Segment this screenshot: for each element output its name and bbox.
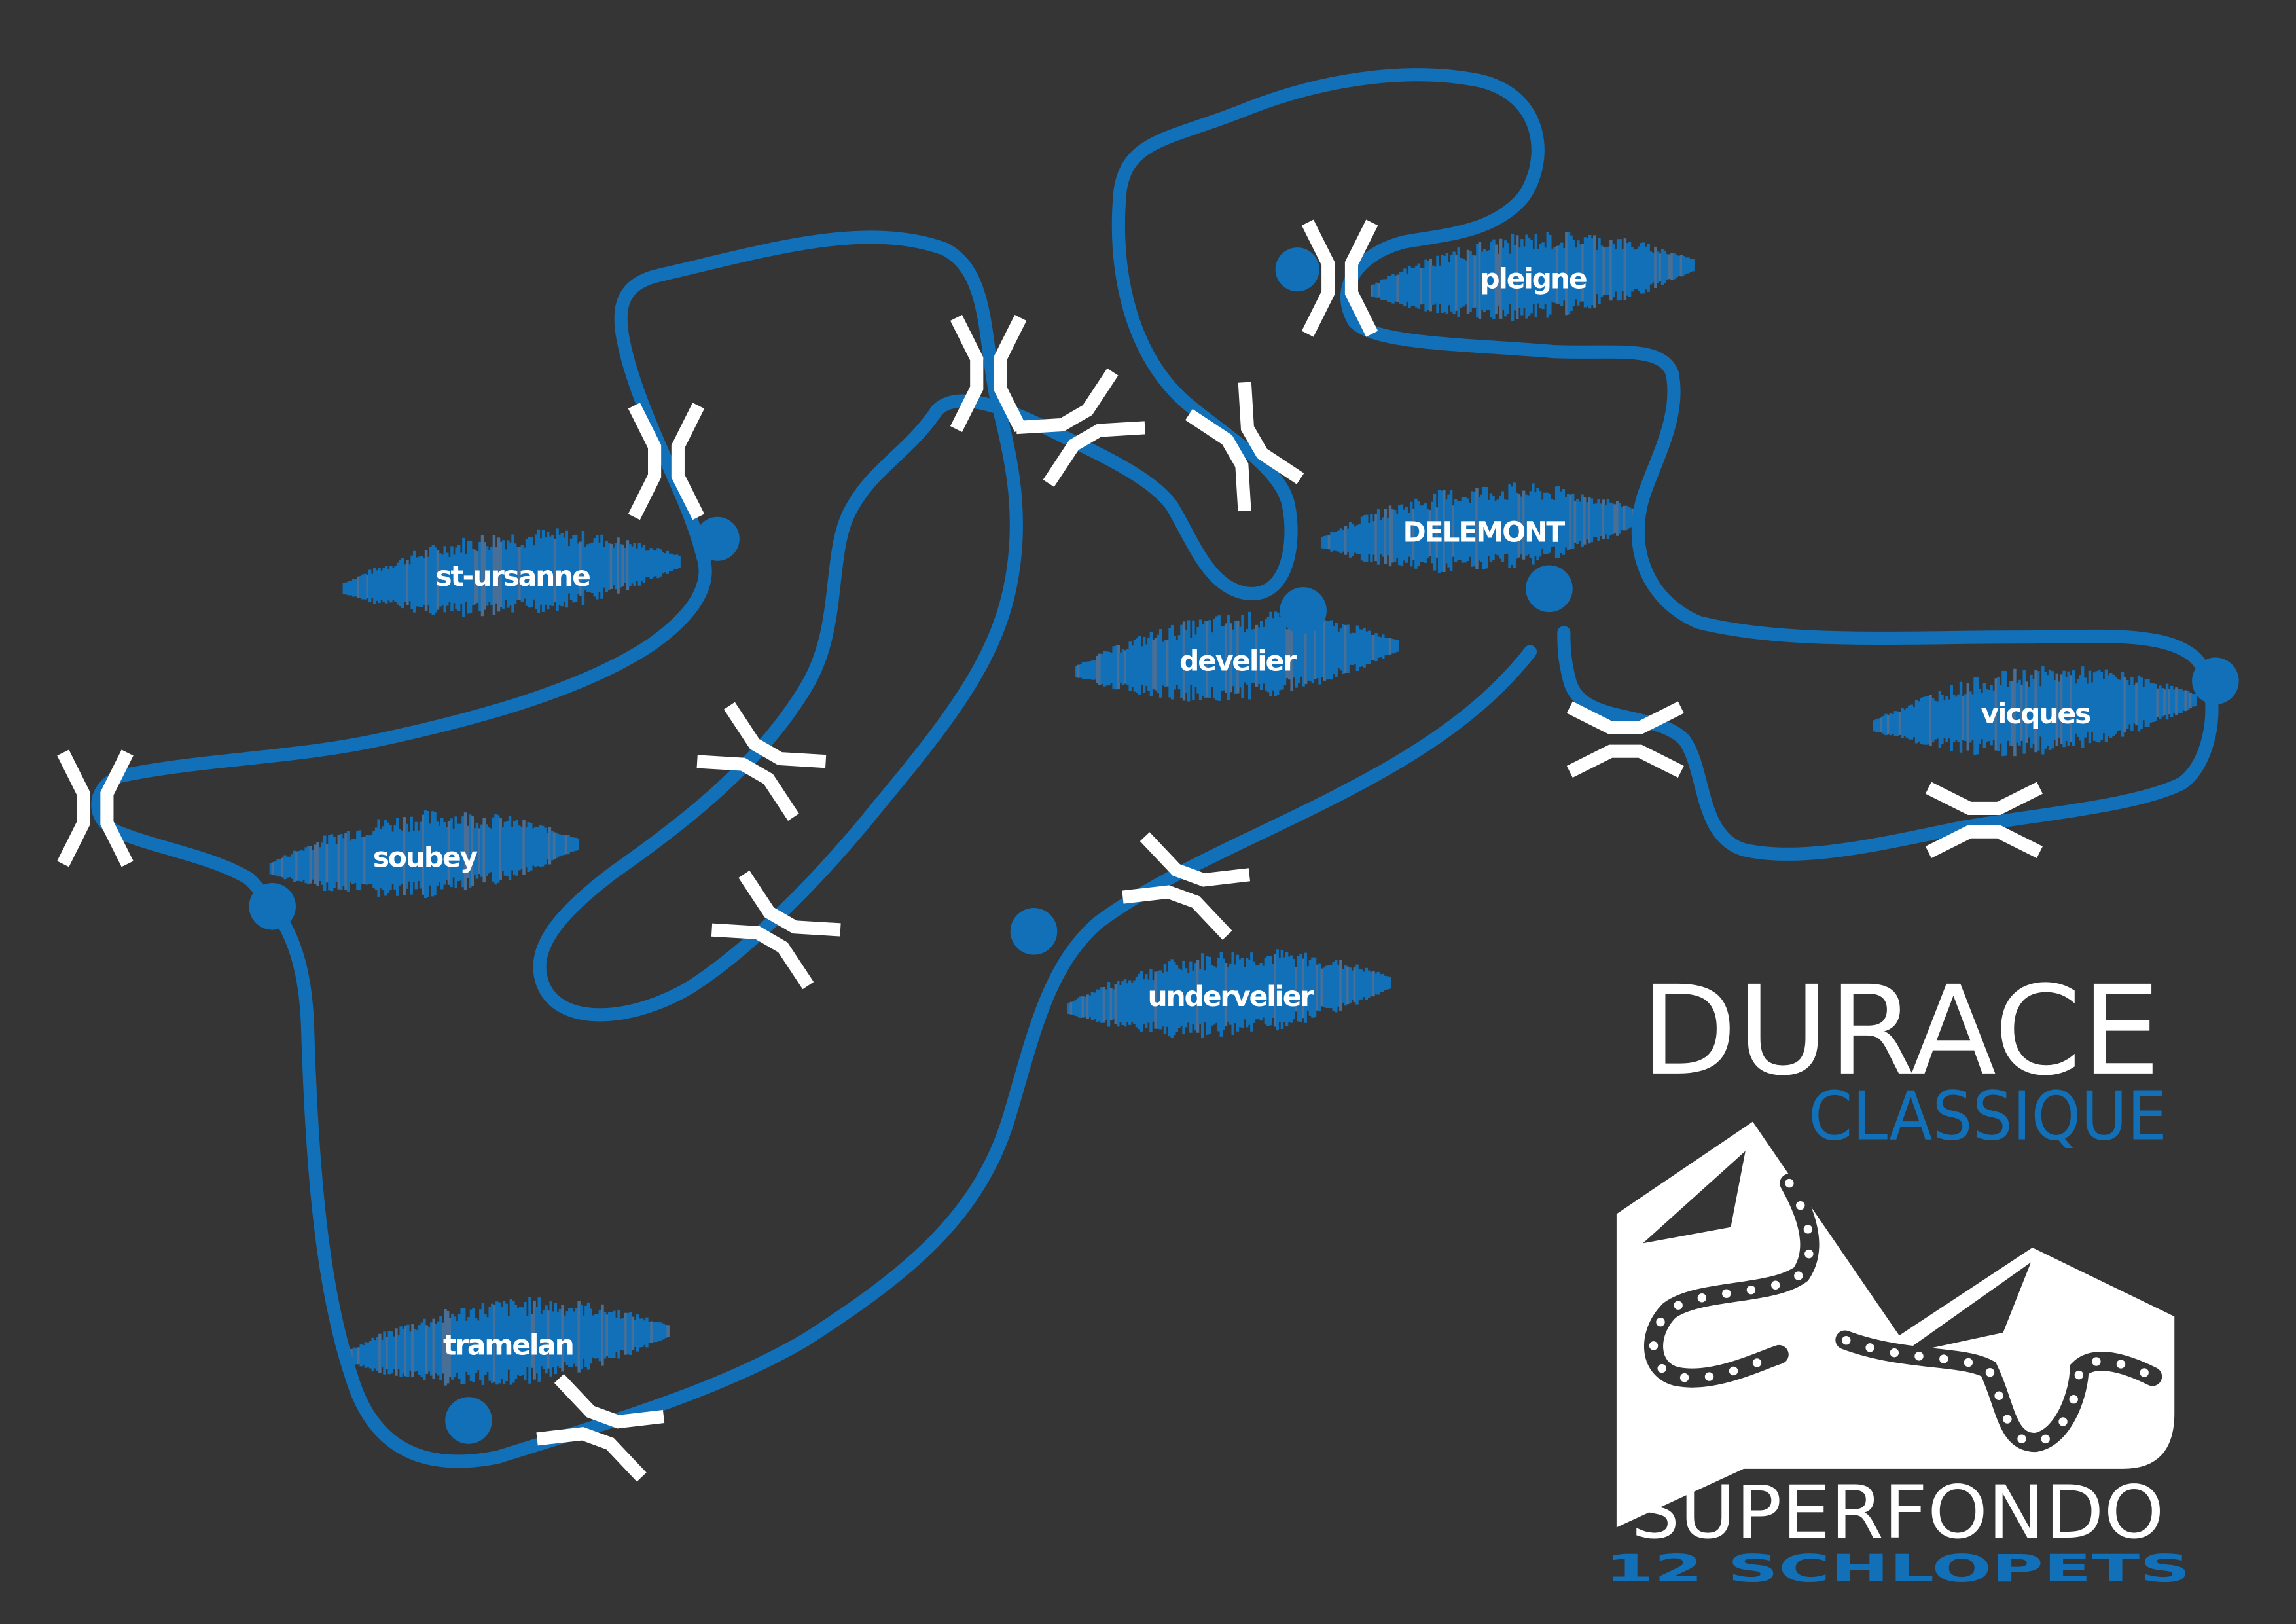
crossing-marker-icon [1301, 219, 1378, 337]
chain-link [1656, 1317, 1665, 1327]
town-label-delemont: DELEMONT [1403, 517, 1566, 549]
chain-link [1746, 1285, 1756, 1295]
chain-link [1649, 1341, 1659, 1350]
chain-link [1679, 1373, 1689, 1382]
town-dot [1526, 565, 1573, 613]
town-labels: st-ursanne soubey tramelan develier DELE… [373, 264, 2092, 1362]
town-label-tramelan: tramelan [443, 1329, 573, 1362]
chain-link [1842, 1335, 1851, 1345]
mountain-icon [1616, 1121, 2175, 1528]
route-south-loop [91, 550, 1537, 1468]
chain-link [1697, 1293, 1707, 1303]
chain-link [1704, 1372, 1714, 1381]
town-dot [249, 883, 296, 930]
town-label-st-ursanne: st-ursanne [435, 561, 590, 593]
town-label-soubey: soubey [373, 842, 478, 874]
crossing-marker-icon [1566, 701, 1684, 778]
label-brush [1873, 666, 2197, 757]
chain-link [2003, 1415, 2012, 1424]
route-main-loop [533, 68, 2219, 1022]
chain-link [2041, 1434, 2050, 1444]
crossing-marker-icon [1185, 382, 1304, 512]
town-dot [1275, 247, 1319, 292]
crossing-marker-icon [696, 702, 827, 821]
chain-link [1752, 1358, 1762, 1367]
logo-tagline: 12 SCHLOPETS [1605, 1546, 2191, 1591]
town-label-undervelier: undervelier [1147, 981, 1314, 1013]
label-brush [1075, 611, 1399, 702]
label-brush [269, 810, 580, 899]
chain-link [1771, 1280, 1780, 1290]
label-brush [1067, 949, 1391, 1039]
crossing-markers [57, 219, 2043, 1482]
town-dot [2192, 657, 2239, 705]
chain-link [1804, 1249, 1814, 1259]
logo-event: SUPERFONDO [1631, 1470, 2164, 1555]
town-label-vicques: vicques [1981, 698, 2090, 731]
chain-link [2092, 1357, 2101, 1366]
route [91, 68, 2219, 1468]
label-brush [1320, 482, 1645, 573]
label-brush [1371, 232, 1695, 322]
chain-link [1865, 1343, 1874, 1352]
label-brush [342, 528, 681, 617]
crossing-marker-icon [1016, 368, 1145, 487]
chain-link [2074, 1370, 2084, 1380]
town-label-develier: develier [1179, 646, 1297, 678]
crossing-marker-icon [1122, 832, 1251, 940]
chain-link [1994, 1391, 2003, 1400]
chain-link [1794, 1271, 1803, 1280]
logo-subtitle: CLASSIQUE [1808, 1077, 2167, 1156]
crossing-marker-icon [711, 870, 841, 990]
crossing-marker-icon [536, 1373, 665, 1482]
chain-link [1722, 1289, 1731, 1298]
chain-link [2017, 1434, 2026, 1443]
town-label-pleigne: pleigne [1480, 264, 1587, 296]
chain-link [2058, 1417, 2068, 1426]
chain-link [1729, 1366, 1738, 1376]
chain-link [1796, 1200, 1805, 1210]
crossing-marker-icon [628, 403, 705, 520]
chain-link [2140, 1368, 2149, 1377]
town-dot [445, 1397, 492, 1444]
crossing-marker-icon [1925, 782, 2043, 859]
town-dot [1010, 908, 1058, 955]
chain-link [1803, 1225, 1813, 1234]
town-dot [1280, 587, 1327, 634]
chain-link [2116, 1360, 2126, 1369]
town-dots [249, 247, 2239, 1444]
crossing-marker-icon [57, 749, 134, 867]
chain-link [1939, 1354, 1948, 1363]
chain-link [1890, 1348, 1899, 1358]
crossing-marker-icon [950, 314, 1027, 432]
chain-link [1985, 1368, 1995, 1377]
chain-link [1785, 1178, 1794, 1188]
chain-link [1657, 1363, 1666, 1373]
logo-title: DURACE [1641, 960, 2161, 1103]
chain-link [1914, 1352, 1924, 1361]
chain-link [1964, 1358, 1973, 1367]
chain-link [1674, 1301, 1683, 1310]
town-dot [695, 516, 740, 561]
race-logo: DURACE CLASSIQUE SUPERFONDO 12 SCHLOPETS [1605, 960, 2191, 1591]
chain-link [2069, 1394, 2078, 1404]
